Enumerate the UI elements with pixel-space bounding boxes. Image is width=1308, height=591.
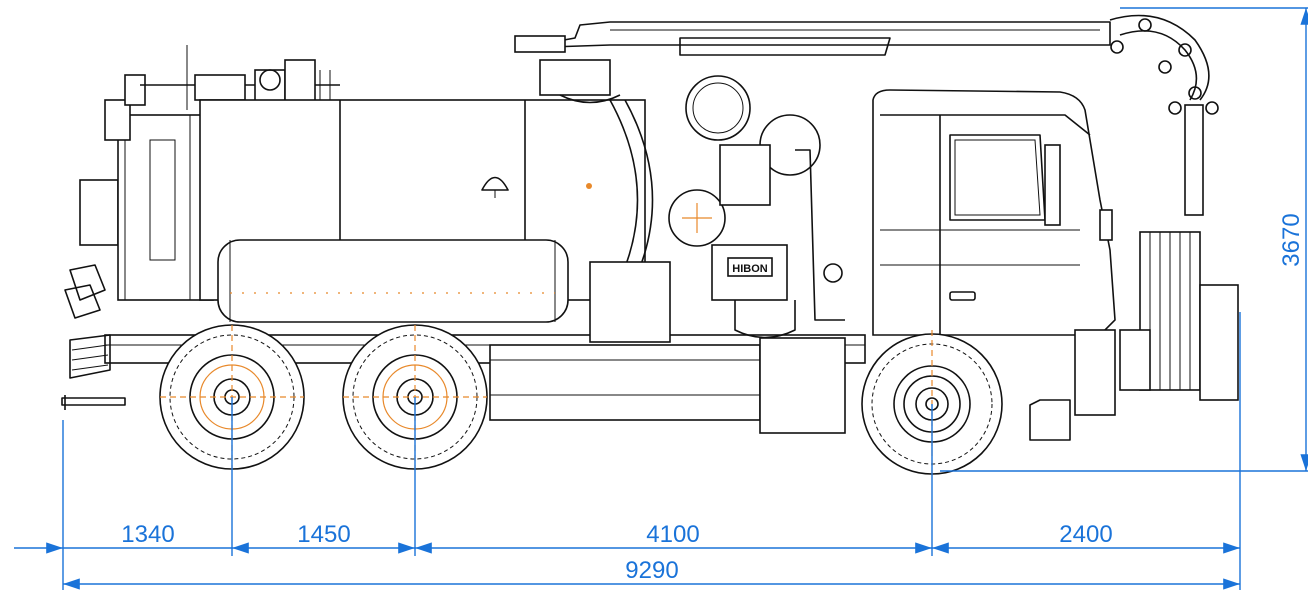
side-boxes bbox=[489, 261, 846, 434]
dim-front-overhang: 2400 bbox=[1059, 521, 1112, 548]
cab bbox=[872, 89, 1116, 441]
dimension-lines: 1340 1450 4100 2400 9290 3670 bbox=[14, 7, 1308, 590]
truck-body: HIBON bbox=[61, 14, 1239, 478]
dim-rear-overhang: 1340 bbox=[121, 521, 174, 548]
boom bbox=[514, 14, 1219, 216]
dim-overall-length: 9290 bbox=[625, 557, 678, 584]
dim-wheelbase: 4100 bbox=[646, 521, 699, 548]
engine-badge bbox=[727, 257, 773, 277]
hose-reel bbox=[1119, 231, 1239, 401]
rear-door-assembly bbox=[64, 45, 340, 319]
pump-assembly: HIBON bbox=[668, 75, 845, 339]
engine-badge-label: HIBON bbox=[732, 263, 768, 275]
water-tank bbox=[217, 239, 569, 323]
dim-overall-height: 3670 bbox=[1278, 213, 1305, 266]
dim-axle-spacing: 1450 bbox=[297, 521, 350, 548]
rear-bumper bbox=[61, 334, 126, 410]
